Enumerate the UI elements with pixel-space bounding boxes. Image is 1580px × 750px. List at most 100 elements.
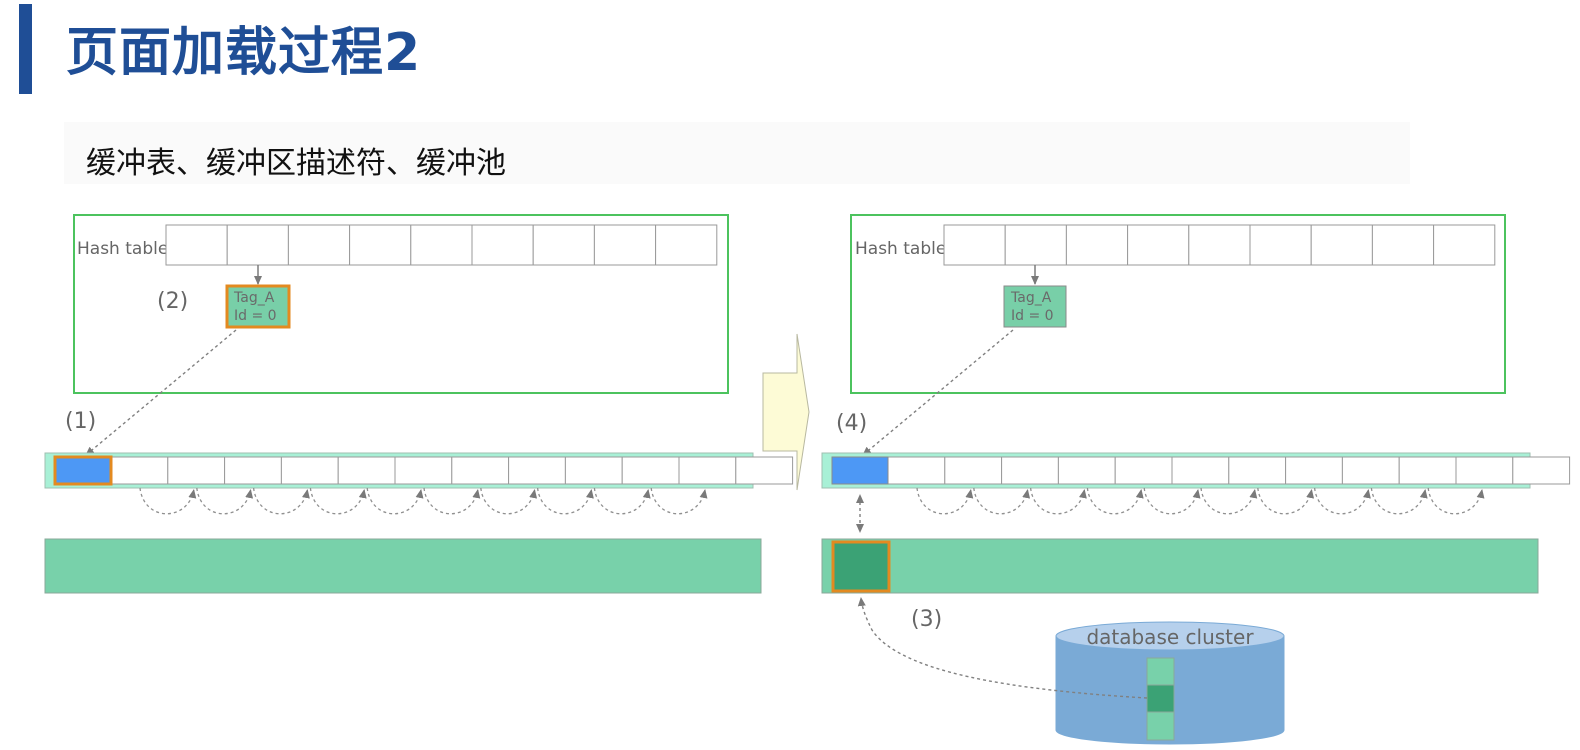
data-file-block-target <box>1146 684 1175 713</box>
hash-slot <box>1249 224 1312 266</box>
buffer-descriptor-slots <box>887 456 1571 485</box>
database-cylinder: database cluster <box>1055 621 1285 745</box>
descriptor-slot <box>451 456 510 485</box>
step-label-4: (4) <box>836 411 867 436</box>
freelist-arrow <box>1086 487 1144 515</box>
transition-arrow <box>762 333 810 491</box>
hash-slot <box>532 224 595 266</box>
entry-to-descriptor-arrow <box>862 329 1014 456</box>
freelist-arrow <box>252 487 310 515</box>
freelist-arrow <box>480 487 538 515</box>
freelist-arrow <box>423 487 481 515</box>
freelist-arrow <box>650 487 708 515</box>
hash-entry <box>1003 285 1067 328</box>
freelist-arrow <box>1200 487 1258 515</box>
descriptor-slot <box>280 456 339 485</box>
freelist-arrow <box>536 487 594 515</box>
hash-slot <box>471 224 534 266</box>
hash-slot <box>1433 224 1496 266</box>
step-label-1: (1) <box>65 409 96 434</box>
freelist-arrow <box>309 487 367 515</box>
descriptor-slot <box>167 456 226 485</box>
freelist-arrow <box>593 487 651 515</box>
buffer-pool-layer <box>821 538 1539 594</box>
freelist-arrows <box>139 487 708 515</box>
freelist-arrow <box>139 487 197 515</box>
freelist-arrow <box>1427 487 1485 515</box>
descriptor-slot <box>564 456 623 485</box>
hash-table-label: Hash table <box>77 239 168 259</box>
freelist-arrow <box>1029 487 1087 515</box>
hash-entry-id: Id = 0 <box>1011 308 1054 324</box>
descriptor-slot <box>1285 456 1343 485</box>
freelist-arrow <box>973 487 1031 515</box>
descriptor-slot <box>1398 456 1457 485</box>
hash-slot <box>1004 224 1067 266</box>
freelist-arrow <box>196 487 254 515</box>
hash-slot <box>943 224 1006 266</box>
descriptor-slot <box>224 456 282 485</box>
freelist-arrows <box>916 487 1485 515</box>
hash-slot <box>349 224 412 266</box>
descriptor-slot <box>110 456 169 485</box>
descriptor-slot <box>621 456 680 485</box>
title-accent-bar <box>19 4 32 94</box>
hash-slot <box>226 224 289 266</box>
hash-table-slots <box>943 224 1496 266</box>
descriptor-slot <box>1057 456 1116 485</box>
descriptor-slot <box>1341 456 1400 485</box>
freelist-arrow <box>366 487 424 515</box>
freelist-arrow <box>1370 487 1428 515</box>
descriptor-slot <box>1001 456 1059 485</box>
hash-slot <box>410 224 473 266</box>
descriptor-slot <box>944 456 1003 485</box>
hash-slot <box>655 224 718 266</box>
hash-table-label: Hash table <box>855 239 946 259</box>
entry-to-descriptor-arrow <box>85 329 237 456</box>
descriptor-slot <box>1228 456 1287 485</box>
hash-slot <box>287 224 351 266</box>
buffer-pool-layer <box>44 538 762 594</box>
buffer-descriptor-slots <box>110 456 794 485</box>
buffer-page-highlighted <box>831 540 891 593</box>
descriptor-slot <box>1114 456 1173 485</box>
descriptor-active <box>831 456 889 485</box>
hash-slot <box>593 224 657 266</box>
descriptor-slot <box>337 456 396 485</box>
descriptor-slot <box>678 456 737 485</box>
right-panel: Hash table Tag_A Id = 0 (4) (3) database… <box>821 214 1571 745</box>
freelist-arrow <box>1313 487 1371 515</box>
hash-entry-tag: Tag_A <box>233 290 275 306</box>
descriptor-active-highlighted <box>53 455 113 486</box>
hash-table-slots <box>165 224 718 266</box>
left-panel: Hash table Tag_A Id = 0 (2) (1) <box>44 214 794 594</box>
descriptor-slot <box>1455 456 1514 485</box>
freelist-arrow <box>1257 487 1315 515</box>
step-label-3: (3) <box>911 607 942 632</box>
data-file-block <box>1146 657 1175 686</box>
page-subtitle: 缓冲表、缓冲区描述符、缓冲池 <box>86 146 506 181</box>
hash-slot <box>1127 224 1190 266</box>
freelist-arrow <box>1143 487 1201 515</box>
descriptor-slot <box>508 456 566 485</box>
descriptor-slot <box>394 456 453 485</box>
hash-entry-highlighted <box>225 284 291 329</box>
hash-slot <box>1371 224 1435 266</box>
hash-entry-id: Id = 0 <box>234 308 277 324</box>
hash-slot <box>165 224 228 266</box>
load-page-arrow <box>857 597 1148 699</box>
hash-entry-tag: Tag_A <box>1010 290 1052 306</box>
hash-slot <box>1065 224 1129 266</box>
database-top <box>1055 621 1285 651</box>
descriptor-slot <box>887 456 946 485</box>
freelist-arrow <box>916 487 974 515</box>
subtitle-background <box>64 122 1410 184</box>
data-file-block <box>1146 711 1175 741</box>
step-label-2: (2) <box>157 289 188 314</box>
descriptor-slot <box>735 456 794 485</box>
page-title: 页面加载过程2 <box>66 23 422 83</box>
hash-slot <box>1310 224 1373 266</box>
hash-slot <box>1188 224 1251 266</box>
database-label: database cluster <box>1086 625 1254 649</box>
